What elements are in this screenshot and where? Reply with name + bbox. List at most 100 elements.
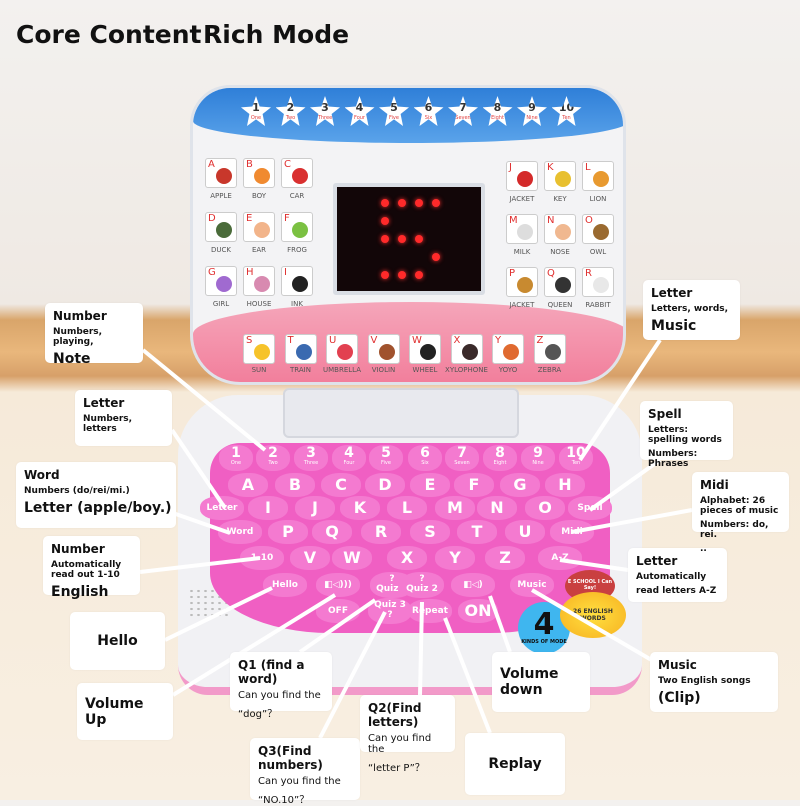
callout-text: Numbers, playing, xyxy=(53,327,103,347)
callout-title: Hello xyxy=(97,633,138,649)
star-word: Six xyxy=(424,115,433,121)
star-word: Ten xyxy=(562,115,571,121)
key-hello[interactable]: Hello xyxy=(263,573,307,597)
tile-label: EAR xyxy=(251,246,267,254)
picture-tile: M xyxy=(506,214,538,244)
tile-label: GIRL xyxy=(212,300,230,308)
key-music[interactable]: Music xyxy=(510,573,554,597)
tile-label: SUN xyxy=(251,366,267,374)
key-a-z[interactable]: A-Z xyxy=(538,546,582,570)
tile-letter: V xyxy=(370,335,378,346)
tile-letter: E xyxy=(246,213,253,224)
callout-title: Q1 (find a word) xyxy=(238,658,305,686)
tile-letter: L xyxy=(585,162,591,173)
key-p[interactable]: P xyxy=(268,520,308,544)
picture-tile: F xyxy=(281,212,313,242)
key-s[interactable]: S xyxy=(410,520,450,544)
tile-letter: K xyxy=(547,162,554,173)
key-v[interactable]: V xyxy=(290,546,330,570)
tile-letter: W xyxy=(412,335,422,346)
tile-letter: N xyxy=(547,215,555,226)
callout-text: .. xyxy=(700,544,707,554)
tile-label: DUCK xyxy=(211,246,231,254)
led-dot xyxy=(381,199,389,207)
key-[interactable]: ◧◁))) xyxy=(316,573,360,597)
tile-picture xyxy=(544,344,561,360)
key-d[interactable]: D xyxy=(365,473,405,497)
key-r[interactable]: R xyxy=(361,520,401,544)
key-quiz-3[interactable]: Quiz 3 ? xyxy=(368,598,412,624)
key-o[interactable]: O xyxy=(525,496,565,520)
key-letter[interactable]: Letter xyxy=(200,496,244,520)
key-c[interactable]: C xyxy=(321,473,361,497)
key-m[interactable]: M xyxy=(435,496,475,520)
callout-text: Letter (apple/boy.) xyxy=(24,500,172,516)
tile-picture xyxy=(503,344,519,360)
tile-picture xyxy=(593,277,609,293)
callout-title: Number xyxy=(53,309,107,323)
key-number: 5 xyxy=(381,445,391,461)
key-n[interactable]: N xyxy=(477,496,517,520)
key-l[interactable]: L xyxy=(387,496,427,520)
callout-text: “letter P”？ xyxy=(368,763,425,774)
tile-letter: U xyxy=(329,335,337,346)
callout-title: Word xyxy=(24,468,60,482)
key-t[interactable]: T xyxy=(457,520,497,544)
key-number: 1 xyxy=(231,445,241,461)
key-[interactable]: ◧◁) xyxy=(451,573,495,597)
key-e[interactable]: E xyxy=(410,473,450,497)
star-word: Four xyxy=(354,115,365,121)
key-k[interactable]: K xyxy=(340,496,380,520)
picture-tile: A xyxy=(205,158,237,188)
key-z[interactable]: Z xyxy=(485,546,525,570)
key-word: Six xyxy=(421,460,429,466)
tile-label: APPLE xyxy=(210,192,232,200)
key-y[interactable]: Y xyxy=(435,546,475,570)
tile-letter: G xyxy=(208,267,216,278)
tile-picture xyxy=(517,224,533,240)
key-q[interactable]: Q xyxy=(312,520,352,544)
tile-picture xyxy=(517,171,533,187)
key-quiz-2[interactable]: ? Quiz 2 xyxy=(400,572,444,598)
title-rich-mode: Rich Mode xyxy=(203,20,350,49)
key-h[interactable]: H xyxy=(545,473,585,497)
led-dot xyxy=(415,235,423,243)
tile-picture xyxy=(292,276,308,292)
key-b[interactable]: B xyxy=(275,473,315,497)
key-word: Nine xyxy=(532,460,544,466)
tile-label: LION xyxy=(589,195,607,203)
tile-picture xyxy=(295,344,312,360)
callout-title: Letter xyxy=(83,396,125,410)
tile-picture xyxy=(593,224,609,240)
key-j[interactable]: J xyxy=(295,496,335,520)
callout-text: read letters A-Z xyxy=(636,586,717,596)
tile-picture xyxy=(254,168,270,184)
key-f[interactable]: F xyxy=(454,473,494,497)
tile-picture xyxy=(517,277,533,293)
callout-text: Two English songs xyxy=(658,676,751,686)
key-number: 7 xyxy=(457,445,467,461)
picture-tile: Z xyxy=(533,334,566,364)
callout-text: Numbers: do, rei. xyxy=(700,520,769,540)
key-a[interactable]: A xyxy=(228,473,268,497)
key-x[interactable]: X xyxy=(387,546,427,570)
callout-title: Spell xyxy=(648,407,682,421)
callout-line-volume-down xyxy=(488,595,512,653)
tile-picture xyxy=(292,222,308,238)
callout-text: Can you find the xyxy=(238,690,321,701)
key-g[interactable]: G xyxy=(500,473,540,497)
modes-text: KINDS OF MODE xyxy=(521,639,567,645)
key-w[interactable]: W xyxy=(332,546,372,570)
key-u[interactable]: U xyxy=(505,520,545,544)
key-i[interactable]: I xyxy=(248,496,288,520)
